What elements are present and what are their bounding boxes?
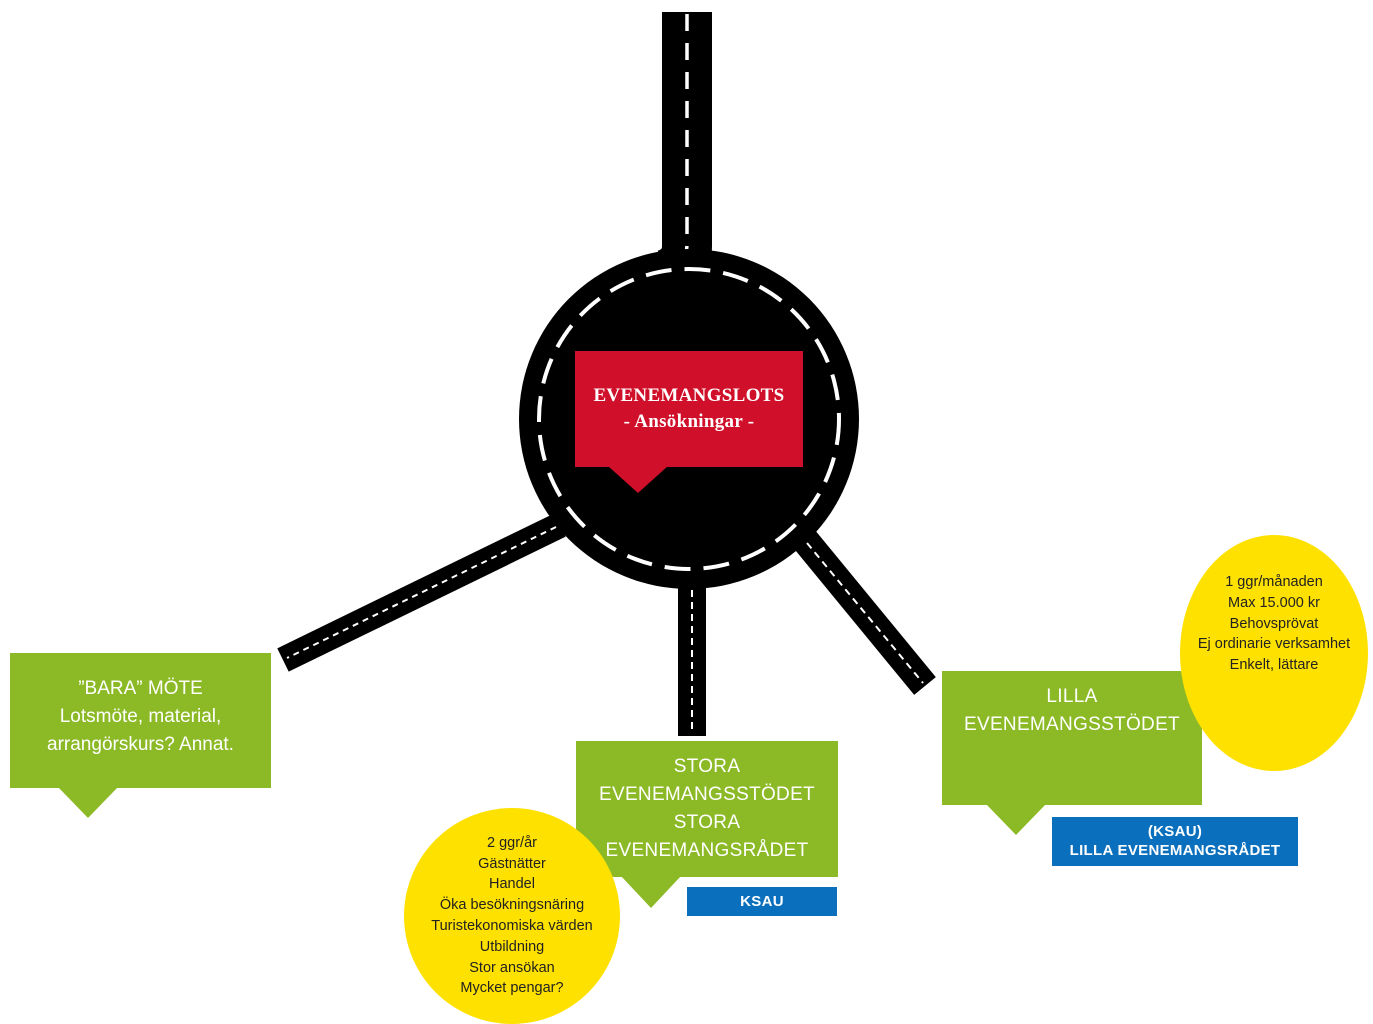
decision-lilla-line: LILLA EVENEMANGSRÅDET [1069,842,1281,859]
criteria-lilla-item: Behovsprövat [1229,615,1319,632]
option-stora-line: EVENEMANGSRÅDET [605,840,809,861]
criteria-stora-item: 2 ggr/år [487,834,537,851]
criteria-stora-item: Öka besökningsnäring [439,897,585,914]
criteria-lilla-item: Max 15.000 kr [1228,594,1320,611]
center-box-evenemangslots: EVENEMANGSLOTS - Ansökningar - [575,351,803,493]
option-box-stora-evenemangsstodet: STORA EVENEMANGSSTÖDET STORA EVENEMANGSR… [576,741,838,908]
road-left [277,513,566,672]
criteria-stora-item: Stor ansökan [469,959,555,976]
criteria-lilla-item: Ej ordinarie verksamhet [1197,636,1351,653]
criteria-lilla-item: Enkelt, lättare [1229,657,1319,674]
decision-tag-ksau: KSAU [687,887,837,916]
option-box-bara-mote: ”BARA” MÖTE Lotsmöte, material, arrangör… [10,653,271,818]
center-subtitle: - Ansökningar - [623,411,755,432]
criteria-circle-stora: 2 ggr/år Gästnätter Handel Öka besökning… [404,808,620,1024]
option-lilla-pointer [986,804,1046,835]
decision-tag-lilla-evenemangsradet: (KSAU) LILLA EVENEMANGSRÅDET [1052,817,1298,866]
option-stora-pointer [621,876,681,908]
option-bara-line: ”BARA” MÖTE [78,677,203,699]
option-stora-line: STORA [673,756,741,777]
criteria-stora-item: Turistekonomiska värden [431,918,593,934]
criteria-stora-item: Utbildning [479,938,545,955]
criteria-lilla-item: 1 ggr/månaden [1225,574,1323,590]
road-top [656,12,712,298]
option-box-lilla-evenemangsstodet: LILLA EVENEMANGSSTÖDET [942,671,1202,835]
center-title: EVENEMANGSLOTS [593,385,785,406]
criteria-circle-lilla: 1 ggr/månaden Max 15.000 kr Behovsprövat… [1180,535,1368,771]
option-lilla-line: LILLA [1046,686,1098,707]
option-stora-line: STORA [673,812,741,833]
option-lilla-line: EVENEMANGSSTÖDET [964,714,1180,735]
option-bara-line: Lotsmöte, material, [59,705,222,727]
criteria-stora-item: Mycket pengar? [460,980,564,997]
decision-lilla-line: (KSAU) [1147,823,1203,840]
criteria-stora-item: Gästnätter [478,855,546,872]
criteria-stora-item: Handel [489,876,535,893]
center-box-pointer [608,466,668,493]
road-right [794,531,936,695]
option-bara-line: arrangörskurs? Annat. [47,733,234,755]
option-bara-pointer [58,787,118,818]
option-stora-line: EVENEMANGSSTÖDET [599,784,815,805]
